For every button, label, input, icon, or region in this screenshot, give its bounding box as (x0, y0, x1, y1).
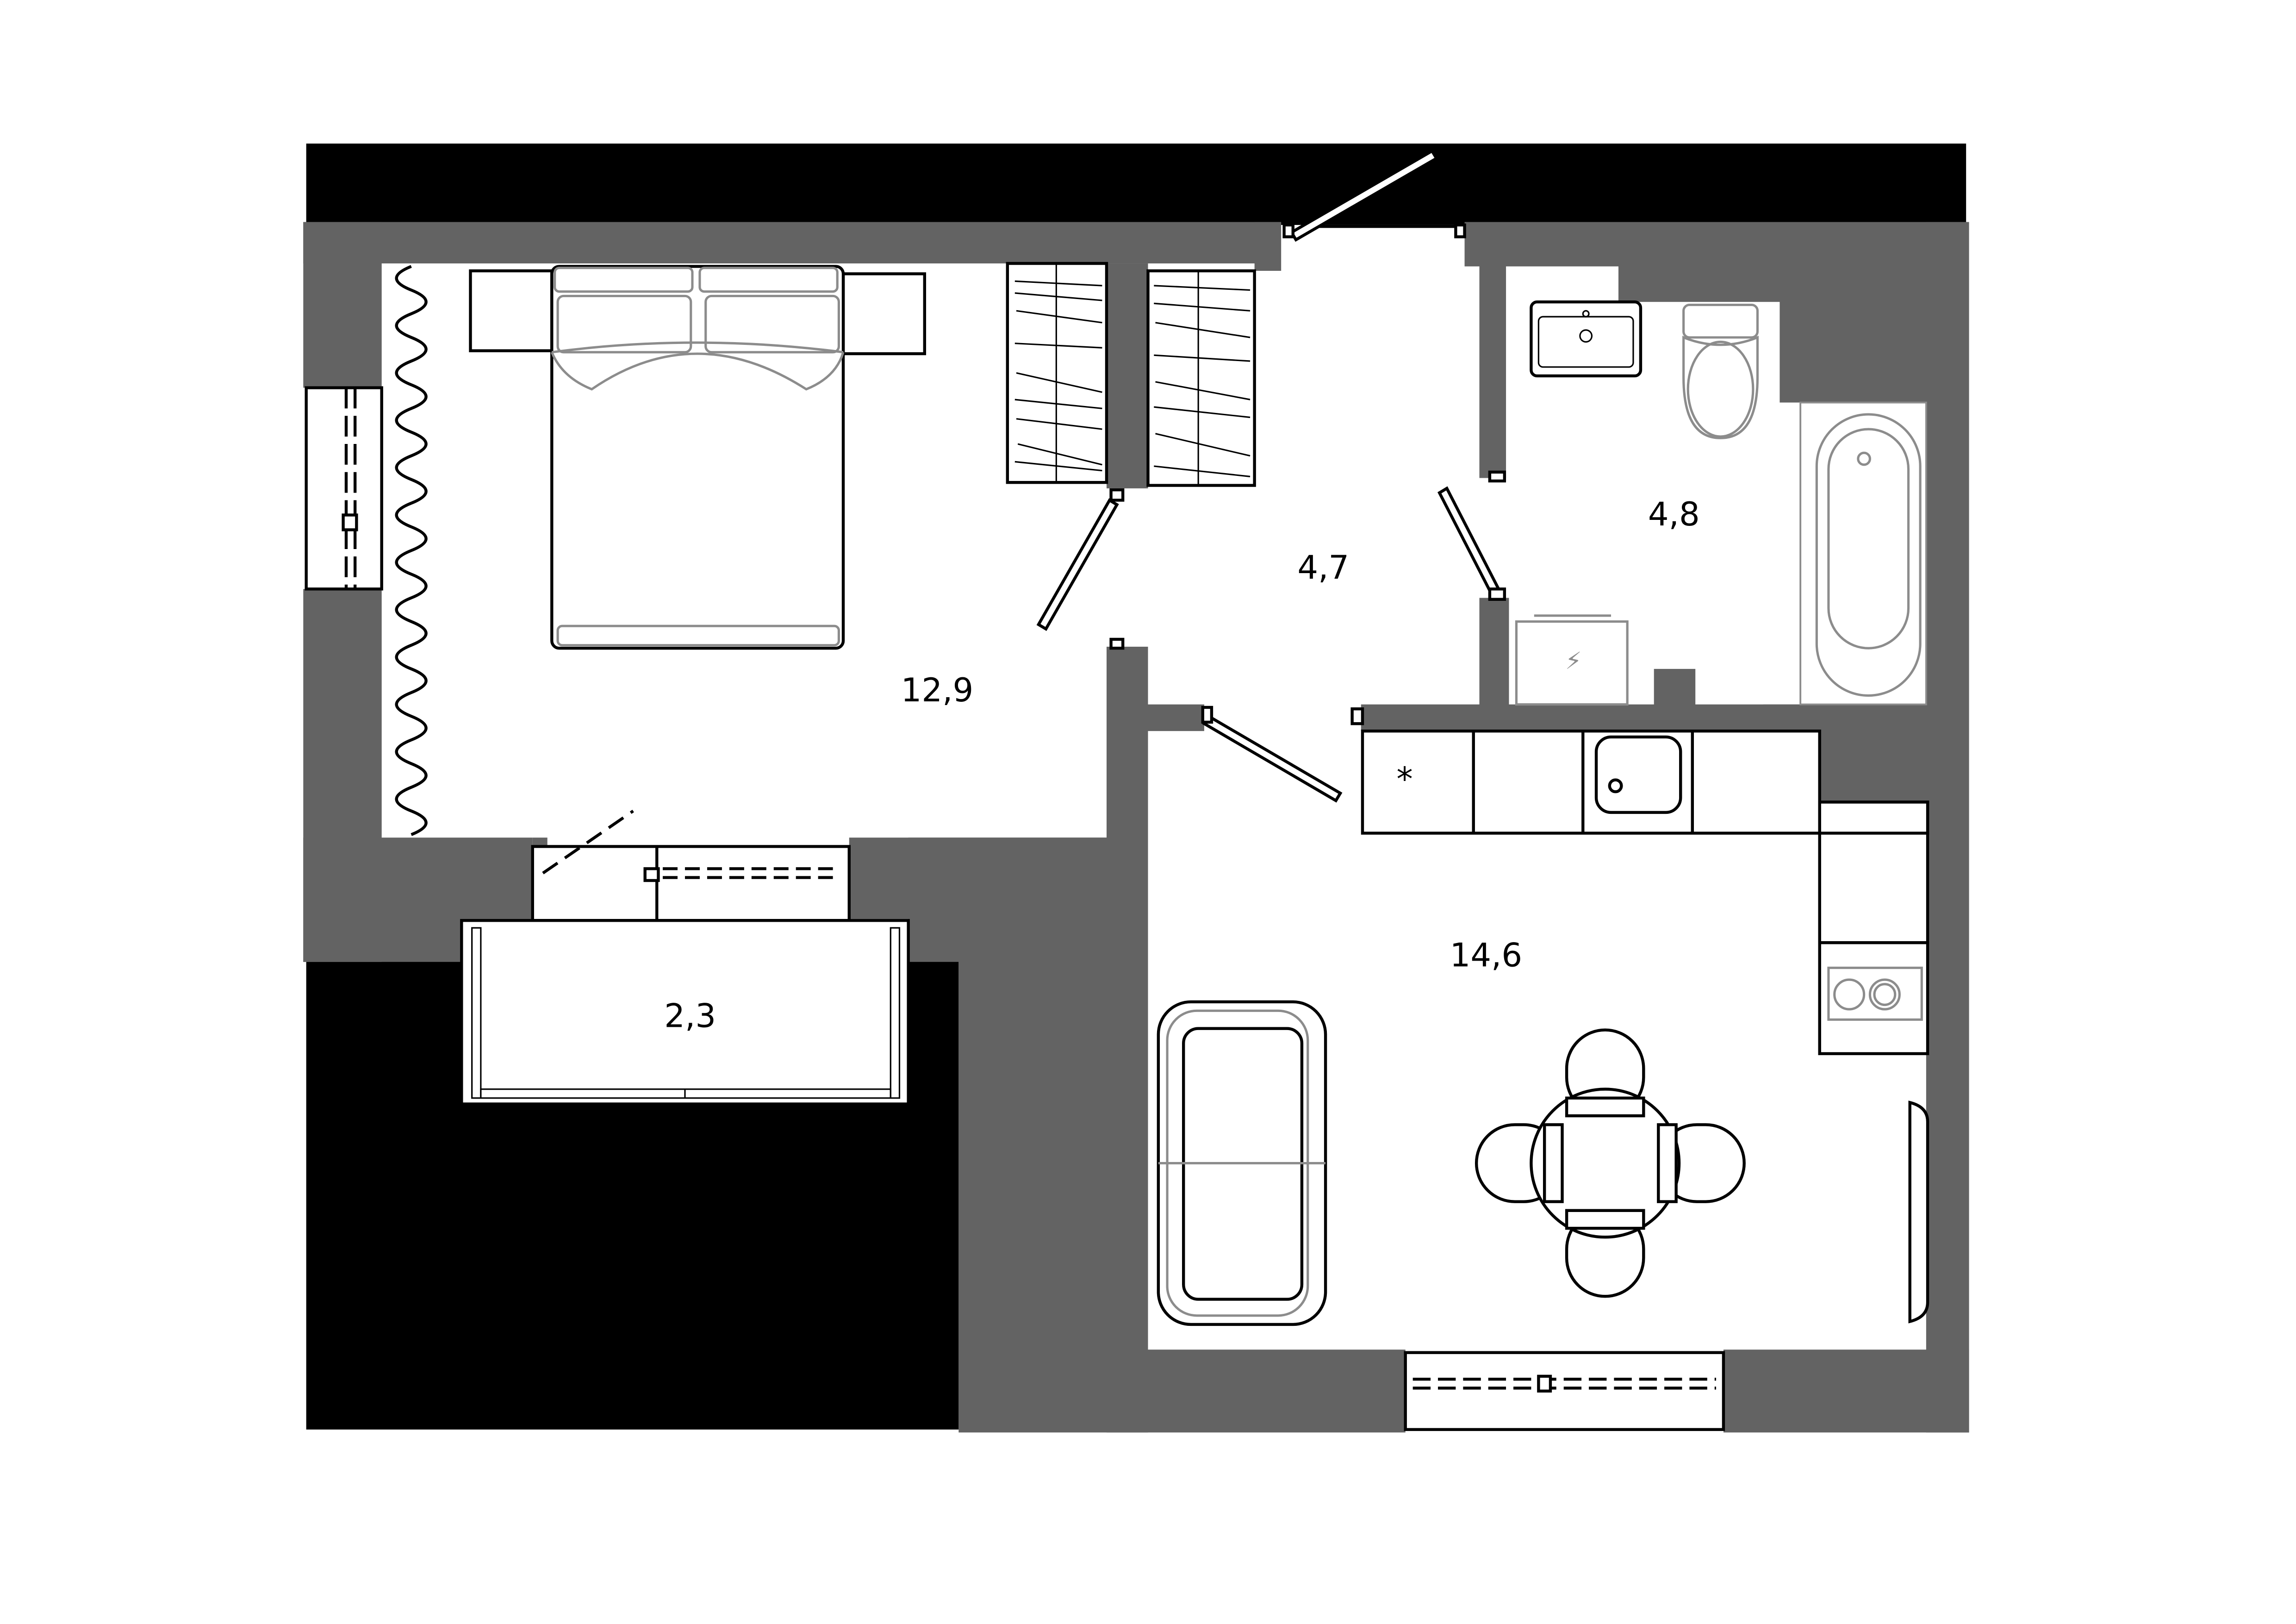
kitchen-door[interactable] (1201, 706, 1364, 803)
toilet (1682, 303, 1759, 439)
bedroom-door[interactable] (1036, 488, 1125, 650)
wardrobe-hallway (1146, 269, 1256, 487)
curtain (395, 265, 428, 836)
room-area-bathroom: 4,8 (1648, 495, 1700, 533)
room-area-balcony: 2,3 (664, 997, 716, 1035)
fridge-marker: * (1397, 760, 1413, 798)
bathroom-door[interactable] (1437, 470, 1506, 601)
bathroom-sink (1530, 300, 1643, 378)
room-area-bedroom: 12,9 (901, 671, 974, 709)
bathtub (1799, 401, 1927, 706)
balcony (460, 919, 910, 1106)
room-area-kitchen-living: 14,6 (1450, 936, 1523, 974)
entry-door[interactable] (1282, 149, 1466, 242)
sofa (1157, 1000, 1327, 1326)
walls (303, 222, 1969, 1433)
kitchen-sink (1594, 735, 1682, 814)
bedroom-window-left (305, 386, 383, 591)
double-bed (469, 265, 927, 650)
radiator (1908, 1100, 1929, 1324)
living-window (1404, 1351, 1725, 1431)
washing-machine: ⚡ (1515, 614, 1629, 706)
electrical-icon: ⚡ (1565, 648, 1582, 675)
cooktop (1827, 967, 1923, 1021)
balcony-door[interactable] (531, 810, 851, 922)
kitchen-counter (1361, 729, 1929, 1056)
wardrobe-bedroom (1006, 262, 1108, 484)
dining-set (1475, 1028, 1746, 1298)
room-area-hallway: 4,7 (1297, 549, 1349, 587)
